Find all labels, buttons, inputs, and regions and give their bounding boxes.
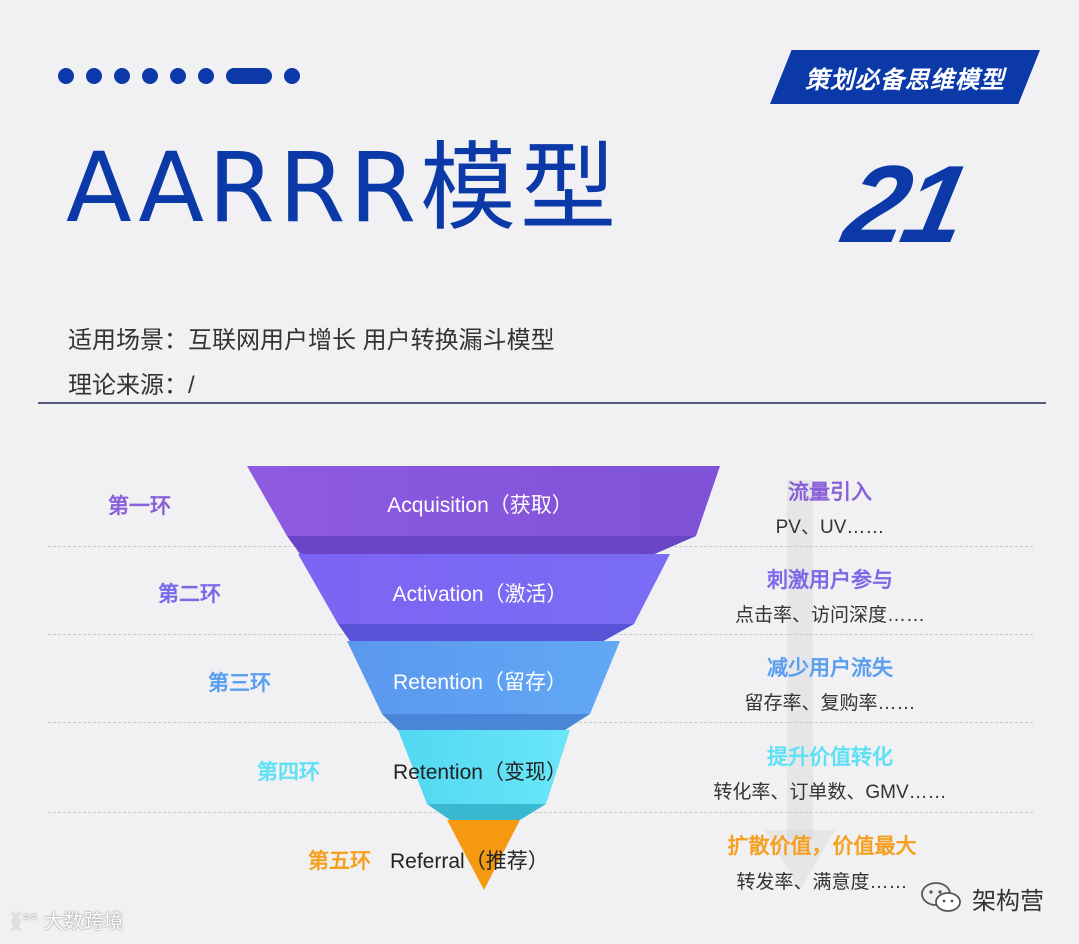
row-divider [48, 634, 1033, 635]
watermark-left-text: 大数跨境 [43, 911, 124, 933]
row-divider [48, 722, 1033, 723]
theory-source: 理论来源：/ [68, 372, 195, 399]
watermark-right-text: 架构营 [972, 887, 1044, 915]
dot-icon [198, 68, 214, 84]
dot-icon [142, 68, 158, 84]
dot-icon [58, 68, 74, 84]
watermark-left: ᛝ°° 大数跨境 [10, 905, 124, 934]
ring-label-2: 第二环 [158, 583, 221, 606]
goal-3: 减少用户流失 [767, 657, 893, 680]
ring-label-1: 第一环 [108, 495, 171, 518]
pill-icon [226, 68, 272, 84]
dot-icon [114, 68, 130, 84]
dot-icon [86, 68, 102, 84]
row-divider [48, 812, 1033, 813]
stage-name-4: Retention（变现） [393, 761, 567, 784]
applicable-scenario: 适用场景：互联网用户增长 用户转换漏斗模型 [68, 327, 555, 354]
goal-4: 提升价值转化 [767, 746, 893, 769]
metrics-3: 留存率、复购率…… [744, 693, 916, 714]
stage-name-3: Retention（留存） [393, 671, 567, 694]
wechat-icon [921, 882, 961, 912]
page-title: AARRR模型 [66, 132, 621, 244]
ring-label-5: 第五环 [308, 850, 371, 873]
metrics-4: 转化率、订单数、GMV…… [713, 782, 947, 803]
series-badge: 策划必备思维模型 [770, 50, 1040, 104]
goal-1: 流量引入 [788, 481, 872, 504]
dot-icon [170, 68, 186, 84]
goal-2: 刺激用户参与 [767, 569, 893, 592]
watermark-right: 架构营 [920, 880, 1044, 916]
header-divider [38, 402, 1046, 404]
dot-icon [284, 68, 300, 84]
down-arrow-icon [765, 480, 835, 900]
goal-5: 扩散价值，价值最大 [727, 835, 917, 858]
logo-icon: ᛝ°° [10, 911, 38, 933]
metrics-2: 点击率、访问深度…… [734, 605, 925, 626]
metrics-5: 转发率、满意度…… [736, 872, 908, 893]
decorative-dots [58, 68, 300, 84]
ring-label-4: 第四环 [257, 761, 320, 784]
stage-name-5: Referral（推荐） [390, 850, 549, 873]
model-number: 21 [835, 143, 976, 266]
metrics-1: PV、UV…… [775, 517, 885, 538]
row-divider [48, 546, 1033, 547]
series-badge-text: 策划必备思维模型 [805, 65, 1005, 94]
ring-label-3: 第三环 [208, 672, 271, 695]
stage-name-2: Activation（激活） [392, 583, 568, 606]
stage-name-1: Acquisition（获取） [387, 494, 573, 517]
